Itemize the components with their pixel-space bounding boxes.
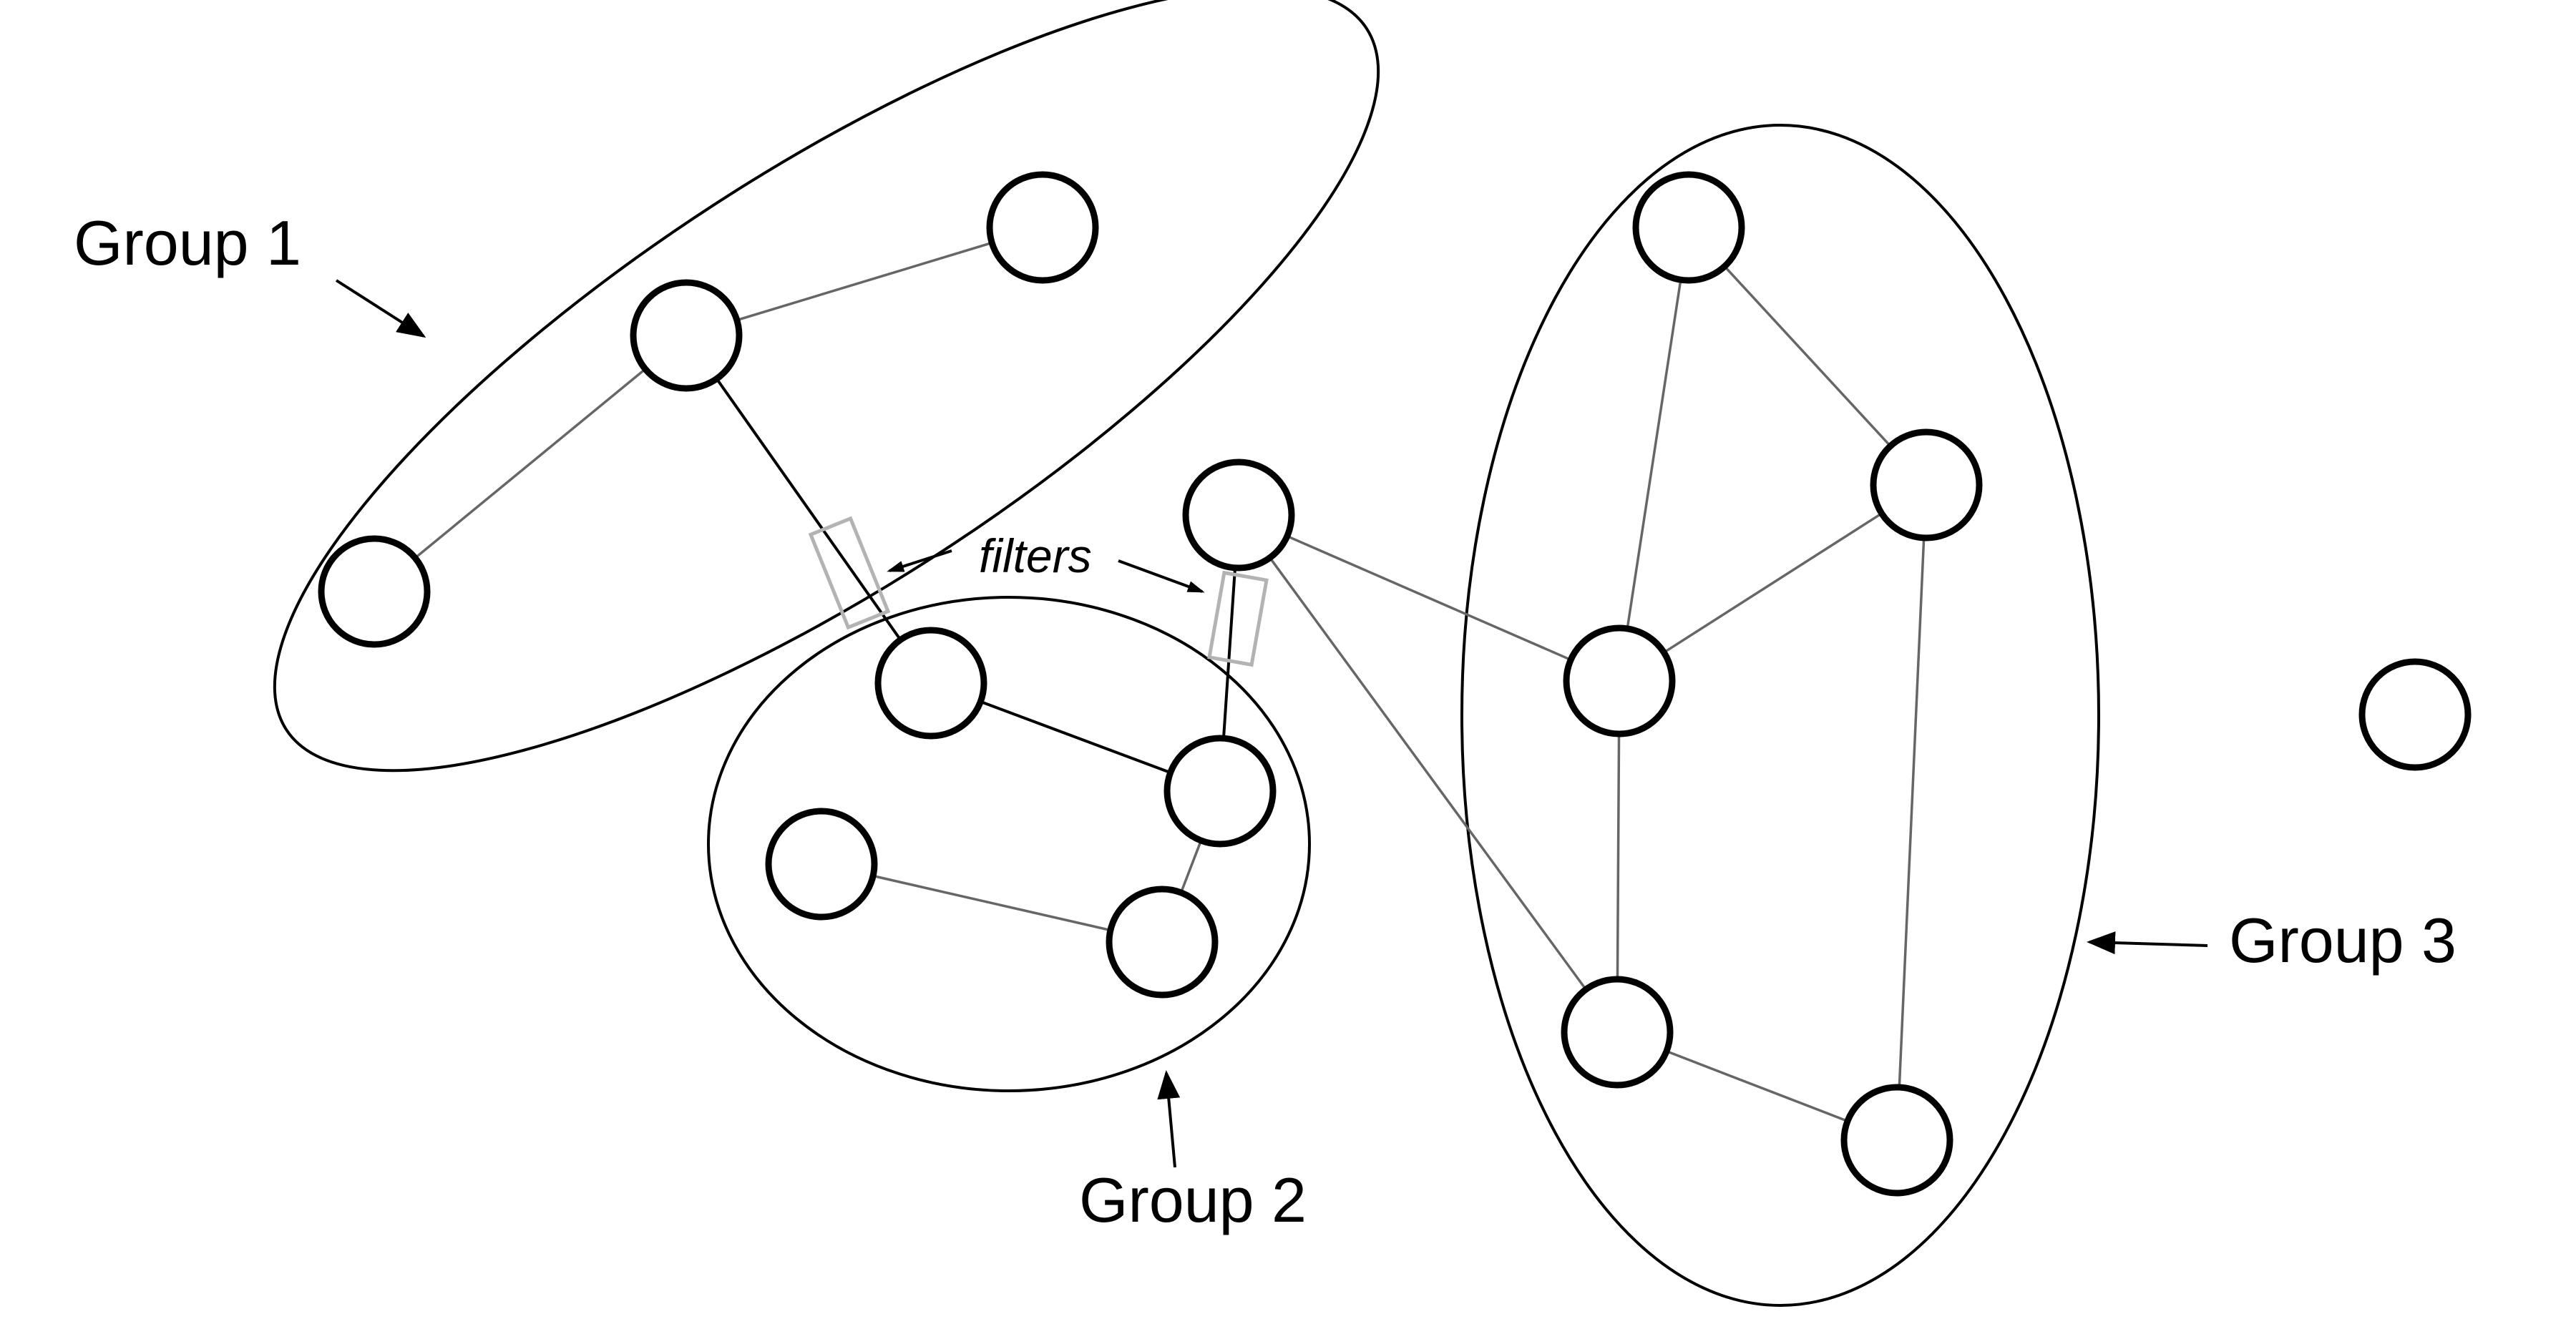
group-1-arrow [335, 279, 426, 338]
node-n1 [986, 171, 1099, 284]
node-n5 [874, 627, 987, 740]
node-n7 [765, 808, 878, 921]
filters-arrow-right [1118, 559, 1205, 593]
edge-n5-n6 [980, 700, 1171, 774]
edge-n9-n10 [1723, 265, 1892, 447]
group-1-outline [273, 0, 1380, 773]
edge-n2-n1 [736, 241, 992, 322]
edge-n11-n12 [1616, 733, 1621, 980]
filter-box-2 [1207, 570, 1269, 667]
edge-n10-n13 [1898, 537, 1926, 1088]
edge-n9-n11 [1626, 279, 1682, 629]
filters-label: filters [979, 529, 1092, 582]
node-n9 [1632, 171, 1745, 284]
edge-n7-n8 [872, 874, 1111, 932]
group-3-label: Group 3 [2229, 905, 2457, 976]
edge-n4-n11 [1287, 534, 1571, 662]
group-3-arrow [2087, 931, 2208, 955]
node-n8 [1106, 886, 1219, 999]
filter-box-1 [808, 516, 891, 630]
node-n13 [1840, 1084, 1953, 1197]
edge-n2-n5 [715, 378, 902, 641]
edges-layer [414, 241, 1926, 1122]
edge-n2-n3 [414, 368, 646, 559]
node-n4 [1182, 459, 1295, 572]
edge-n4-n12 [1269, 556, 1587, 991]
filters-arrow-left [887, 549, 952, 572]
group-3-outline [1460, 124, 2100, 1307]
node-n11 [1563, 624, 1676, 737]
node-n12 [1561, 976, 1674, 1089]
edge-n6-n8 [1179, 840, 1203, 893]
group-2-label: Group 2 [1079, 1164, 1307, 1235]
group-1-label: Group 1 [74, 207, 301, 278]
nodes-layer [318, 171, 2472, 1197]
node-n10 [1870, 428, 1983, 541]
edge-n12-n13 [1666, 1050, 1848, 1122]
node-n2 [630, 279, 743, 392]
group-2-arrow [1157, 1070, 1181, 1168]
node-n14 [2358, 658, 2472, 771]
node-n3 [318, 535, 431, 648]
node-n6 [1163, 735, 1277, 848]
edge-n4-n6 [1221, 567, 1237, 739]
group-2-outline [707, 596, 1311, 1092]
edge-n10-n11 [1663, 512, 1883, 654]
